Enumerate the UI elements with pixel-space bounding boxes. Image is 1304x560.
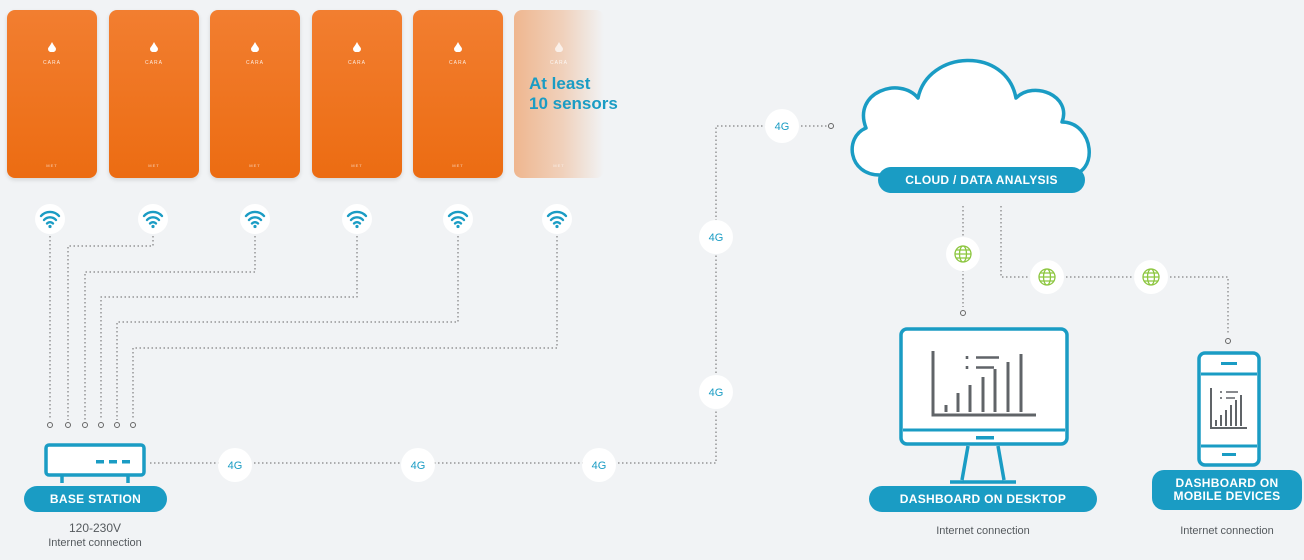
globe-icons	[946, 237, 1168, 294]
base-station-note: 120-230V Internet connection	[20, 521, 170, 551]
wifi-icon	[542, 204, 572, 234]
cloud-badge: CLOUD / DATA ANALYSIS	[878, 167, 1085, 193]
sensor-device: CARA MET	[7, 10, 97, 178]
4g-bubble: 4G	[699, 220, 733, 254]
droplet-icon	[555, 42, 563, 52]
4g-label: 4G	[709, 232, 724, 244]
sensor-connector-6	[132, 232, 558, 420]
base-station-power: 120-230V	[68, 521, 122, 535]
sensor-connector-3	[84, 232, 256, 420]
desktop-badge: DASHBOARD ON DESKTOP	[869, 486, 1097, 512]
sensor-count-caption: At least 10 sensors	[529, 74, 649, 114]
droplet-icon	[454, 42, 462, 52]
4g-label: 4G	[228, 460, 243, 472]
droplet-icon	[251, 42, 259, 52]
bar-chart-icon	[1210, 388, 1247, 429]
sensor-model: MET	[351, 163, 363, 168]
sensor-connector-2	[67, 232, 154, 420]
sensor-brand: CARA	[43, 60, 61, 66]
sensor-device-faded: CARA MET	[514, 10, 604, 178]
sensor-model: MET	[148, 163, 160, 168]
sensor-model: MET	[249, 163, 261, 168]
globe-icon	[1030, 260, 1064, 294]
cloud-mobile-link	[1000, 206, 1229, 335]
wifi-icon	[138, 204, 168, 234]
sensor-model: MET	[46, 163, 58, 168]
sensor-device: CARA MET	[413, 10, 503, 178]
4g-label: 4G	[775, 121, 790, 133]
sensor-connector-4	[100, 232, 358, 420]
sensor-connector-5	[116, 232, 459, 420]
4g-label: 4G	[709, 387, 724, 399]
sensor-device: CARA MET	[109, 10, 199, 178]
desktop-connection: Internet connection	[936, 525, 1030, 537]
droplet-icon	[353, 42, 361, 52]
4g-label: 4G	[411, 460, 426, 472]
4g-bubble: 4G	[699, 375, 733, 409]
globe-icon	[946, 237, 980, 271]
4g-bubbles: 4G 4G 4G 4G 4G 4G	[218, 109, 799, 482]
sensor-device: CARA MET	[312, 10, 402, 178]
mobile-badge-line-2: MOBILE DEVICES	[1173, 489, 1281, 503]
smartphone-icon	[1197, 351, 1261, 467]
4g-bubble: 4G	[765, 109, 799, 143]
4g-label: 4G	[592, 460, 607, 472]
sensor-brand: CARA	[246, 60, 264, 66]
mobile-connection: Internet connection	[1180, 525, 1274, 537]
droplet-icon	[48, 42, 56, 52]
wifi-icons	[35, 204, 572, 234]
monitor-icon	[899, 327, 1069, 484]
4g-bubble: 4G	[218, 448, 252, 482]
wifi-icon	[342, 204, 372, 234]
sensor-model: MET	[452, 163, 464, 168]
sensor-model: MET	[553, 163, 565, 168]
base-station-connection: Internet connection	[48, 537, 142, 549]
sensor-count-line-1: At least	[529, 74, 591, 93]
mobile-badge: DASHBOARD ON MOBILE DEVICES	[1152, 470, 1302, 510]
4g-bubble: 4G	[401, 448, 435, 482]
sensor-brand: CARA	[145, 60, 163, 66]
sensor-brand: CARA	[348, 60, 366, 66]
sensor-device: CARA MET	[210, 10, 300, 178]
mobile-badge-line-1: DASHBOARD ON	[1175, 476, 1279, 490]
base-station-badge: BASE STATION	[24, 486, 167, 512]
sensor-brand: CARA	[449, 60, 467, 66]
cloud-icon	[850, 58, 1091, 177]
wifi-icon	[35, 204, 65, 234]
wifi-icon	[240, 204, 270, 234]
bar-chart-icon	[931, 351, 1036, 417]
router-icon	[44, 443, 146, 483]
sensor-brand: CARA	[550, 60, 568, 66]
wifi-icon	[443, 204, 473, 234]
globe-icon	[1134, 260, 1168, 294]
sensor-count-line-2: 10 sensors	[529, 94, 618, 113]
4g-bubble: 4G	[582, 448, 616, 482]
droplet-icon	[150, 42, 158, 52]
